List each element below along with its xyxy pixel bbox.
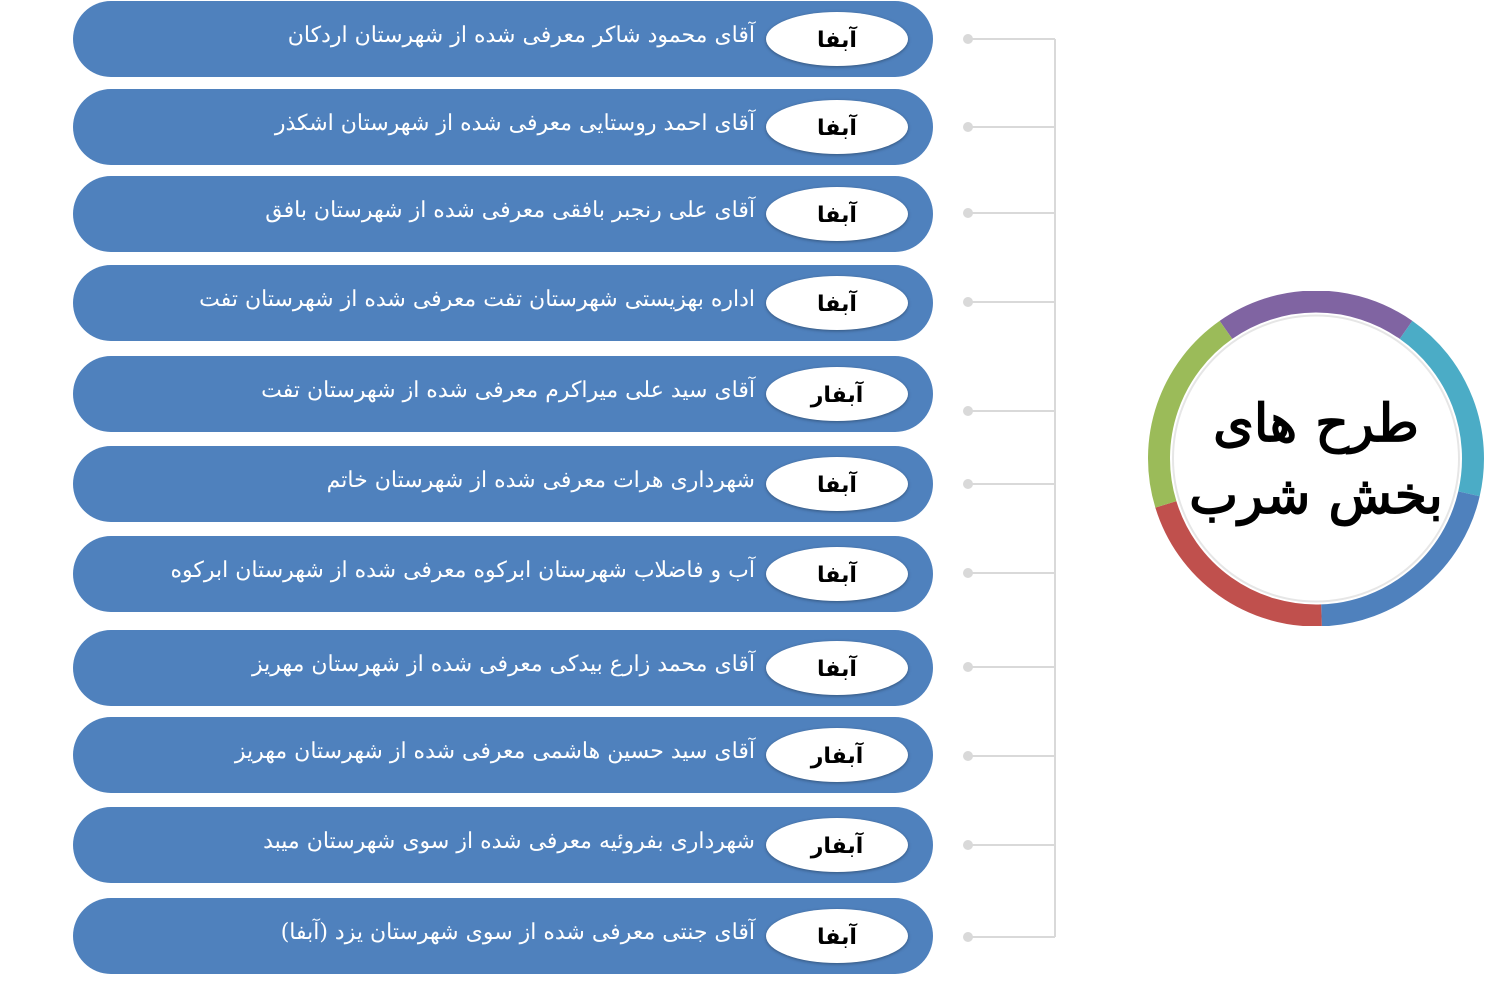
hub-title-line1: طرح های xyxy=(1213,393,1419,454)
hub-ring-segment xyxy=(1219,291,1413,339)
row-badge-label: آبفار xyxy=(810,744,864,769)
connector-dot xyxy=(963,406,973,416)
row-badge-label: آبفا xyxy=(817,116,857,141)
hub-title: طرح های بخش شرب xyxy=(1166,388,1466,532)
row-text: آقای علی رنجبر بافقی معرفی شده از شهرستا… xyxy=(265,198,755,223)
row-badge: آبفا xyxy=(766,641,908,695)
connector-dot xyxy=(963,751,973,761)
row-text: آقای احمد روستایی معرفی شده از شهرستان ا… xyxy=(274,111,755,136)
diagram-row: آقای علی رنجبر بافقی معرفی شده از شهرستا… xyxy=(73,176,933,252)
diagram-row: شهرداری هرات معرفی شده از شهرستان خاتم آب… xyxy=(73,446,933,522)
row-badge: آبفا xyxy=(766,457,908,511)
row-badge-label: آبفا xyxy=(817,657,857,682)
row-badge-label: آبفا xyxy=(817,28,857,53)
row-badge-label: آبفا xyxy=(817,563,857,588)
row-badge-label: آبفا xyxy=(817,292,857,317)
row-text: آقای جنتی معرفی شده از سوی شهرستان یزد (… xyxy=(280,920,755,945)
diagram-row: آقای احمد روستایی معرفی شده از شهرستان ا… xyxy=(73,89,933,165)
connector-dot xyxy=(963,34,973,44)
diagram-row: آقای محمد زارع بیدکی معرفی شده از شهرستا… xyxy=(73,630,933,706)
row-badge: آبفار xyxy=(766,728,908,782)
connector-dot xyxy=(963,840,973,850)
row-badge-label: آبفا xyxy=(817,203,857,228)
row-badge: آبفا xyxy=(766,547,908,601)
diagram-row: آقای سید علی میراکرم معرفی شده از شهرستا… xyxy=(73,356,933,432)
row-badge: آبفا xyxy=(766,909,908,963)
row-badge: آبفار xyxy=(766,818,908,872)
row-badge: آبفار xyxy=(766,367,908,421)
diagram-row: شهرداری بفروئیه معرفی شده از سوی شهرستان… xyxy=(73,807,933,883)
row-text: آب و فاضلاب شهرستان ابرکوه معرفی شده از … xyxy=(170,558,755,583)
diagram-row: آب و فاضلاب شهرستان ابرکوه معرفی شده از … xyxy=(73,536,933,612)
connector-dot xyxy=(963,662,973,672)
connector-dot xyxy=(963,122,973,132)
connector-dot xyxy=(963,568,973,578)
row-badge-label: آبفار xyxy=(810,834,864,859)
hub-inner-circle xyxy=(1172,314,1460,603)
connector-dot xyxy=(963,932,973,942)
diagram-row: آقای محمود شاکر معرفی شده از شهرستان ارد… xyxy=(73,1,933,77)
row-badge-label: آبفار xyxy=(810,383,864,408)
row-badge: آبفا xyxy=(766,12,908,66)
hub-ring-segment xyxy=(1320,491,1480,626)
row-text: آقای سید علی میراکرم معرفی شده از شهرستا… xyxy=(261,378,755,403)
row-badge-label: آبفا xyxy=(817,473,857,498)
row-badge: آبفا xyxy=(766,187,908,241)
hub-ring-segment xyxy=(1155,501,1322,626)
connector-dot xyxy=(963,208,973,218)
row-text: اداره بهزیستی شهرستان تفت معرفی شده از ش… xyxy=(199,287,755,312)
row-text: شهرداری بفروئیه معرفی شده از سوی شهرستان… xyxy=(263,829,755,854)
row-badge: آبفا xyxy=(766,100,908,154)
connector-dot xyxy=(963,297,973,307)
row-badge-label: آبفا xyxy=(817,925,857,950)
hub-ring-segment xyxy=(1148,320,1233,508)
diagram-row: آقای سید حسین هاشمی معرفی شده از شهرستان… xyxy=(73,717,933,793)
row-text: آقای محمد زارع بیدکی معرفی شده از شهرستا… xyxy=(252,652,755,677)
connector-dot xyxy=(963,479,973,489)
row-badge: آبفا xyxy=(766,276,908,330)
hub-ring xyxy=(1148,291,1484,626)
diagram-row: اداره بهزیستی شهرستان تفت معرفی شده از ش… xyxy=(73,265,933,341)
hub-title-line2: بخش شرب xyxy=(1189,465,1443,526)
row-text: شهرداری هرات معرفی شده از شهرستان خاتم xyxy=(326,468,755,493)
row-text: آقای محمود شاکر معرفی شده از شهرستان ارد… xyxy=(287,23,755,48)
hub-ring-segment xyxy=(1399,320,1484,497)
row-text: آقای سید حسین هاشمی معرفی شده از شهرستان… xyxy=(234,739,755,764)
diagram-row: آقای جنتی معرفی شده از سوی شهرستان یزد (… xyxy=(73,898,933,974)
